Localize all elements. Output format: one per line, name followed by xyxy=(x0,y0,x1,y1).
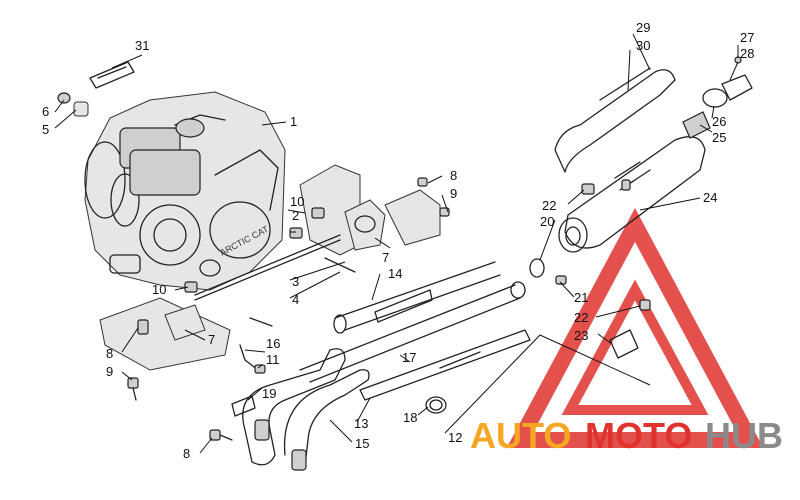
mid-pipe xyxy=(333,261,501,334)
callout-30: 30 xyxy=(636,38,650,53)
exhaust-mount-bracket-lower xyxy=(99,297,231,371)
support-rod xyxy=(184,177,450,327)
callout-27: 27 xyxy=(740,30,754,45)
callout-6: 6 xyxy=(42,104,49,119)
muffler-heat-shield xyxy=(554,67,676,173)
callout-29: 29 xyxy=(636,20,650,35)
callout-8-lower: 8 xyxy=(106,346,113,361)
exhaust-clamp xyxy=(425,396,447,414)
callout-7-lower: 7 xyxy=(208,332,215,347)
callout-7-upper: 7 xyxy=(382,250,389,265)
watermark-triangle-inner xyxy=(561,279,709,415)
watermark-auto: AUTO xyxy=(470,415,571,456)
muffler xyxy=(558,136,706,253)
callout-3: 3 xyxy=(292,274,299,289)
callout-28: 28 xyxy=(740,46,754,61)
callout-12: 12 xyxy=(448,430,462,445)
callout-21: 21 xyxy=(574,290,588,305)
callout-10-lower: 10 xyxy=(152,282,166,297)
callout-19: 19 xyxy=(262,386,276,401)
callout-2: 2 xyxy=(292,208,299,223)
callout-9-upper: 9 xyxy=(450,186,457,201)
callout-24: 24 xyxy=(703,190,717,205)
callout-16: 16 xyxy=(266,336,280,351)
callout-10-upper: 10 xyxy=(290,194,304,209)
label-decal xyxy=(89,61,135,89)
callout-9-lower: 9 xyxy=(106,364,113,379)
callout-5: 5 xyxy=(42,122,49,137)
callout-13: 13 xyxy=(354,416,368,431)
lower-bolts xyxy=(127,377,233,441)
grommet-part xyxy=(57,92,89,117)
callout-26: 26 xyxy=(712,114,726,129)
callout-11: 11 xyxy=(266,352,280,367)
front-pipe xyxy=(299,281,526,383)
callout-1: 1 xyxy=(290,114,297,129)
header-pipes xyxy=(242,348,370,471)
callout-15: 15 xyxy=(355,436,369,451)
watermark-triangle-outer xyxy=(506,208,764,448)
exhaust-mount-bracket-upper xyxy=(299,164,441,256)
watermark-moto: MOTO xyxy=(585,415,692,456)
callout-8-upper: 8 xyxy=(450,168,457,183)
callout-labels: 31 6 5 1 10 2 3 4 10 7 14 8 9 7 8 9 16 1… xyxy=(42,20,754,461)
callout-4: 4 xyxy=(292,292,299,307)
callout-17: 17 xyxy=(402,350,416,365)
watermark-logo xyxy=(506,208,764,448)
callout-23: 23 xyxy=(574,328,588,343)
pipe-heat-shield xyxy=(359,329,531,401)
watermark-hub: HUB xyxy=(705,415,783,456)
mounting-hardware xyxy=(555,179,651,359)
watermark-text: AUTO MOTO HUB xyxy=(470,415,783,456)
callout-20: 20 xyxy=(540,214,554,229)
exhaust-gasket-19 xyxy=(231,395,256,417)
callout-18: 18 xyxy=(403,410,417,425)
spark-arrestor xyxy=(682,56,753,139)
leader-lines xyxy=(54,33,739,454)
callout-25: 25 xyxy=(712,130,726,145)
callout-22-upper: 22 xyxy=(542,198,556,213)
callout-31: 31 xyxy=(135,38,149,53)
oxygen-sensor xyxy=(239,344,266,374)
callout-8-bottom: 8 xyxy=(183,446,190,461)
engine-assembly: ARCTIC CAT xyxy=(84,91,286,291)
callout-14: 14 xyxy=(388,266,402,281)
exhaust-gasket-20 xyxy=(529,258,545,278)
callout-22-lower: 22 xyxy=(574,310,588,325)
